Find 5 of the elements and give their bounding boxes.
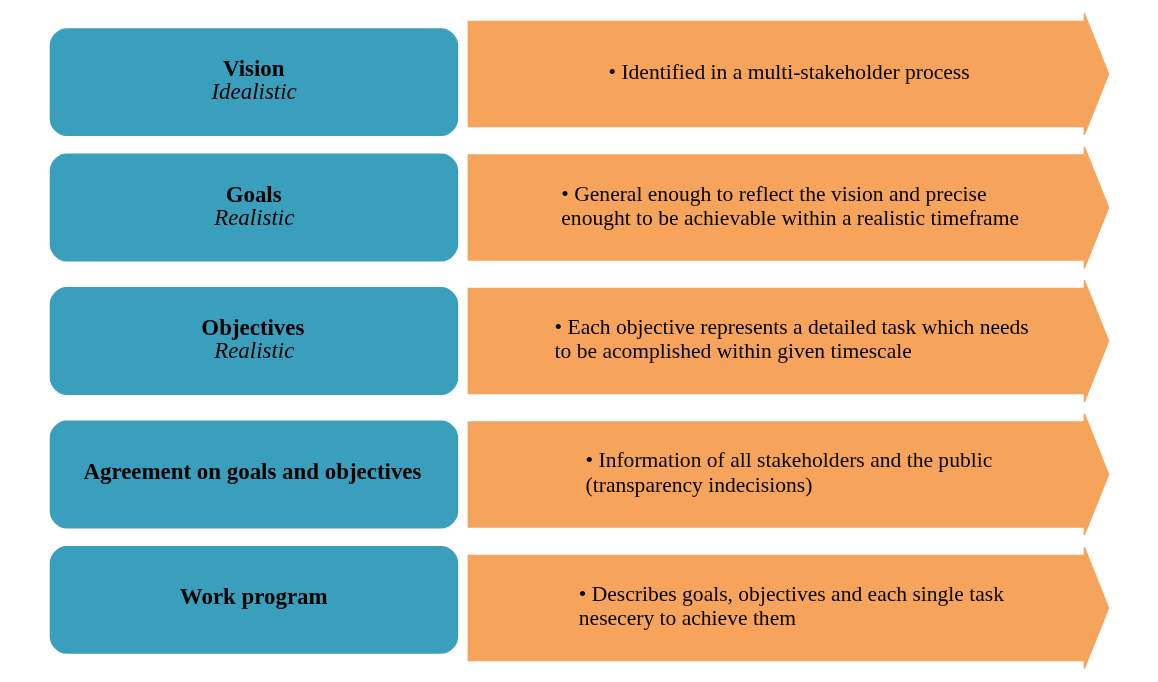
node-box: Work program: [49, 545, 458, 654]
node-box: Vision Idealistic: [49, 28, 458, 137]
node-box: Agreement on goals and objectives: [49, 420, 458, 529]
node-box: Goals Realistic: [49, 153, 458, 262]
node-box: Objectives Realistic: [49, 287, 458, 395]
